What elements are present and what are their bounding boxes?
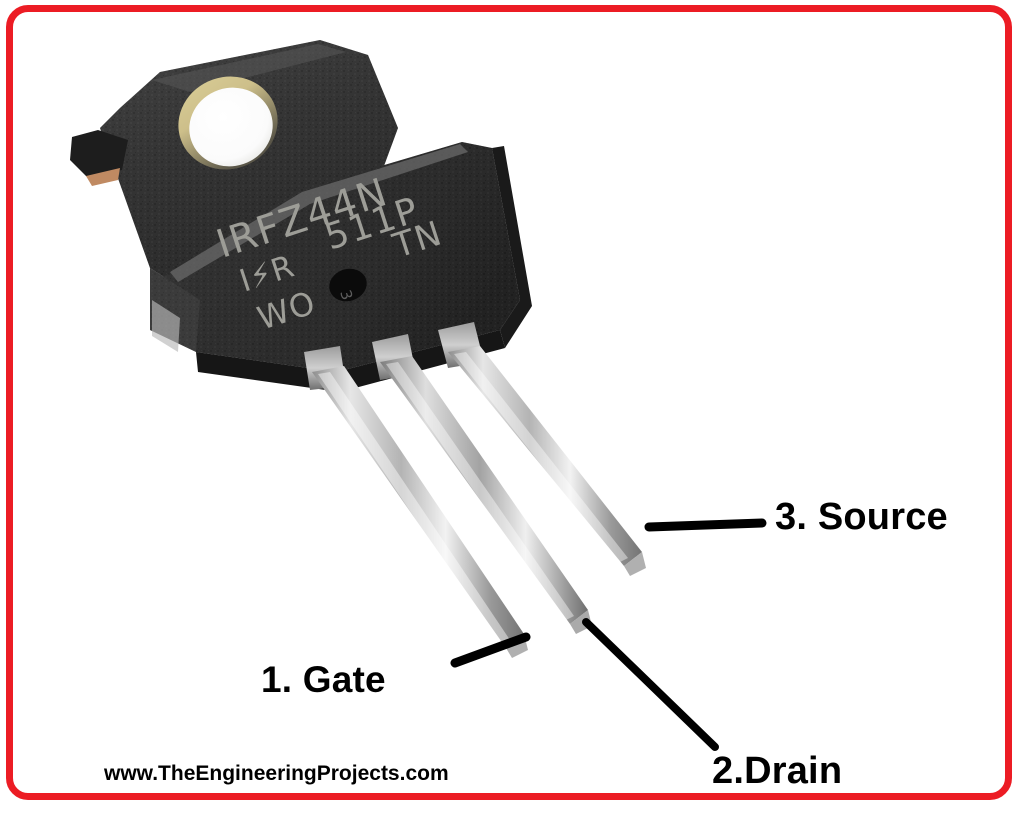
leader-line-drain xyxy=(582,618,719,751)
leads xyxy=(312,346,646,658)
callout-leader-lines xyxy=(450,518,767,751)
package-dimple: 3 xyxy=(329,268,367,302)
package-body xyxy=(150,142,532,392)
callout-label-source: 3. Source xyxy=(775,496,948,538)
mounting-hole xyxy=(178,76,278,170)
transistor-package: IRFZ44N 511P TN I⚡R WO 3 xyxy=(70,40,646,658)
callout-label-drain: 2.Drain xyxy=(712,750,843,792)
watermark-text: www.TheEngineeringProjects.com xyxy=(104,762,449,785)
lead-source xyxy=(448,346,646,576)
leader-line-gate xyxy=(450,632,531,668)
leader-line-source xyxy=(644,518,767,532)
callout-label-gate: 1. Gate xyxy=(261,659,386,700)
